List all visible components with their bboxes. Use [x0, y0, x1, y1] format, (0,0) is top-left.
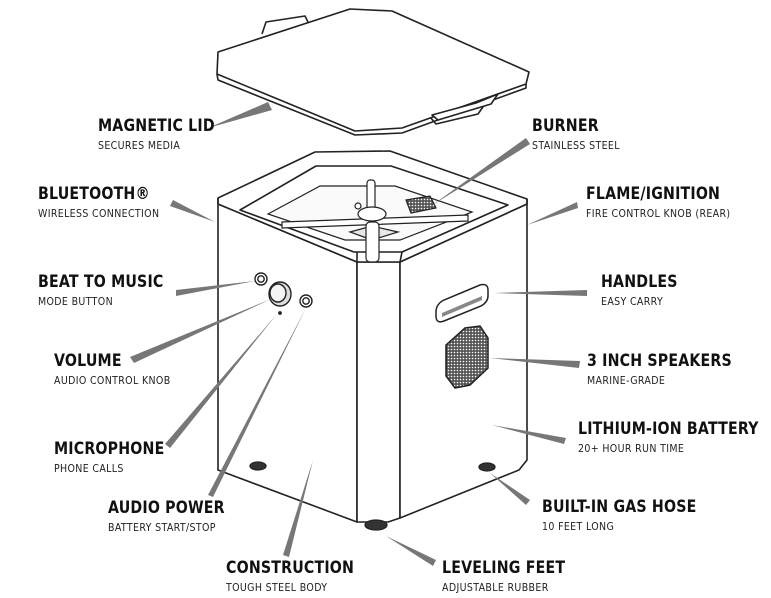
callout-title: HANDLES: [601, 272, 678, 291]
callout-title: CONSTRUCTION: [226, 558, 355, 577]
pointer-leveling-feet: [386, 536, 436, 566]
beat-button-icon-inner: [257, 275, 265, 283]
callout-subtitle: STAINLESS STEEL: [532, 138, 620, 152]
callout-title: LITHIUM-ION BATTERY: [578, 419, 759, 438]
pointer-burner: [431, 138, 530, 206]
pointer-microphone: [165, 314, 277, 448]
pointer-construction: [283, 460, 313, 557]
burner-drawing: [266, 179, 474, 263]
foot-left: [249, 461, 267, 471]
callout-built-in-gas-hose: BUILT-IN GAS HOSE 10 FEET LONG: [542, 497, 722, 533]
callout-subtitle: 10 FEET LONG: [542, 519, 615, 533]
callout-title: MAGNETIC LID: [98, 116, 215, 135]
burner-mesh-plate: [405, 195, 437, 214]
body-rim-corner: [217, 198, 528, 263]
callout-subtitle: 20+ HOUR RUN TIME: [578, 441, 685, 455]
leveling-feet-drawing: [249, 461, 496, 531]
callout-subtitle: ADJUSTABLE RUBBER: [442, 580, 549, 594]
burner-post-front: [365, 221, 380, 263]
pointer-gas-hose: [490, 473, 530, 505]
pointer-audio-power: [208, 308, 306, 497]
lid-front-handle: [431, 93, 499, 121]
foot-right: [478, 462, 496, 472]
callout-title: LEVELING FEET: [442, 558, 566, 577]
pointer-handles: [494, 290, 587, 296]
body-front-corner: [356, 261, 401, 523]
power-button-icon-inner: [302, 297, 310, 305]
right-face-features: [435, 283, 489, 389]
callout-leveling-feet: LEVELING FEET ADJUSTABLE RUBBER: [442, 558, 585, 594]
burner-center: [357, 206, 387, 222]
callout-microphone: MICROPHONE PHONE CALLS: [54, 439, 182, 475]
callout-title: 3 INCH SPEAKERS: [587, 351, 732, 370]
callout-construction: CONSTRUCTION TOUGH STEEL BODY: [226, 558, 375, 594]
callout-subtitle: BATTERY START/STOP: [108, 520, 216, 534]
callout-title: FLAME/IGNITION: [586, 184, 721, 203]
magnetic-lid-drawing: [216, 8, 530, 136]
burner-screw: [354, 202, 362, 210]
callout-title: BURNER: [532, 116, 599, 135]
callout-handles: HANDLES EASY CARRY: [601, 272, 690, 308]
callout-subtitle: MODE BUTTON: [38, 294, 113, 308]
carry-handle-slot: [442, 296, 482, 317]
callout-audio-power: AUDIO POWER BATTERY START/STOP: [108, 498, 244, 534]
callout-subtitle: AUDIO CONTROL KNOB: [54, 373, 171, 387]
callout-title: MICROPHONE: [54, 439, 165, 458]
callout-subtitle: MARINE-GRADE: [587, 373, 666, 387]
callout-subtitle: TOUGH STEEL BODY: [226, 580, 328, 594]
callout-magnetic-lid: MAGNETIC LID SECURES MEDIA: [98, 116, 234, 152]
microphone-icon: [278, 311, 282, 315]
callout-subtitle: FIRE CONTROL KNOB (REAR): [586, 206, 731, 220]
callout-bluetooth: BLUETOOTH® WIRELESS CONNECTION: [38, 184, 179, 220]
pointer-bluetooth: [170, 200, 215, 222]
callout-title: BLUETOOTH®: [38, 184, 150, 203]
callout-subtitle: PHONE CALLS: [54, 461, 124, 475]
pointer-volume: [130, 299, 271, 363]
callout-volume: VOLUME AUDIO CONTROL KNOB: [54, 351, 190, 387]
pointer-battery: [492, 425, 566, 444]
volume-knob-icon-face: [269, 283, 287, 303]
control-buttons: [254, 272, 313, 315]
callout-burner: BURNER STAINLESS STEEL: [532, 116, 634, 152]
callout-beat-to-music: BEAT TO MUSIC MODE BUTTON: [38, 272, 184, 308]
callout-subtitle: EASY CARRY: [601, 294, 664, 308]
pointer-speakers: [490, 358, 580, 368]
foot-front: [364, 519, 388, 531]
callout-subtitle: WIRELESS CONNECTION: [38, 206, 160, 220]
callout-title: AUDIO POWER: [108, 498, 225, 517]
callout-subtitle: SECURES MEDIA: [98, 138, 181, 152]
callout-speakers: 3 INCH SPEAKERS MARINE-GRADE: [587, 351, 756, 387]
speaker-grille: [445, 325, 489, 389]
pointer-beat-to-music: [176, 281, 255, 296]
callout-flame-ignition: FLAME/IGNITION FIRE CONTROL KNOB (REAR): [586, 184, 754, 220]
callout-title: BUILT-IN GAS HOSE: [542, 497, 697, 516]
burner-post-back: [366, 179, 376, 211]
lid-handle-back: [261, 15, 311, 35]
pointers: [130, 102, 587, 566]
pointer-magnetic-lid: [208, 102, 272, 128]
callout-lithium-ion-battery: LITHIUM-ION BATTERY 20+ HOUR RUN TIME: [578, 419, 771, 455]
callout-title: VOLUME: [54, 351, 122, 370]
pointer-flame: [527, 202, 578, 225]
lid-edge: [216, 73, 527, 136]
callout-title: BEAT TO MUSIC: [38, 272, 164, 291]
